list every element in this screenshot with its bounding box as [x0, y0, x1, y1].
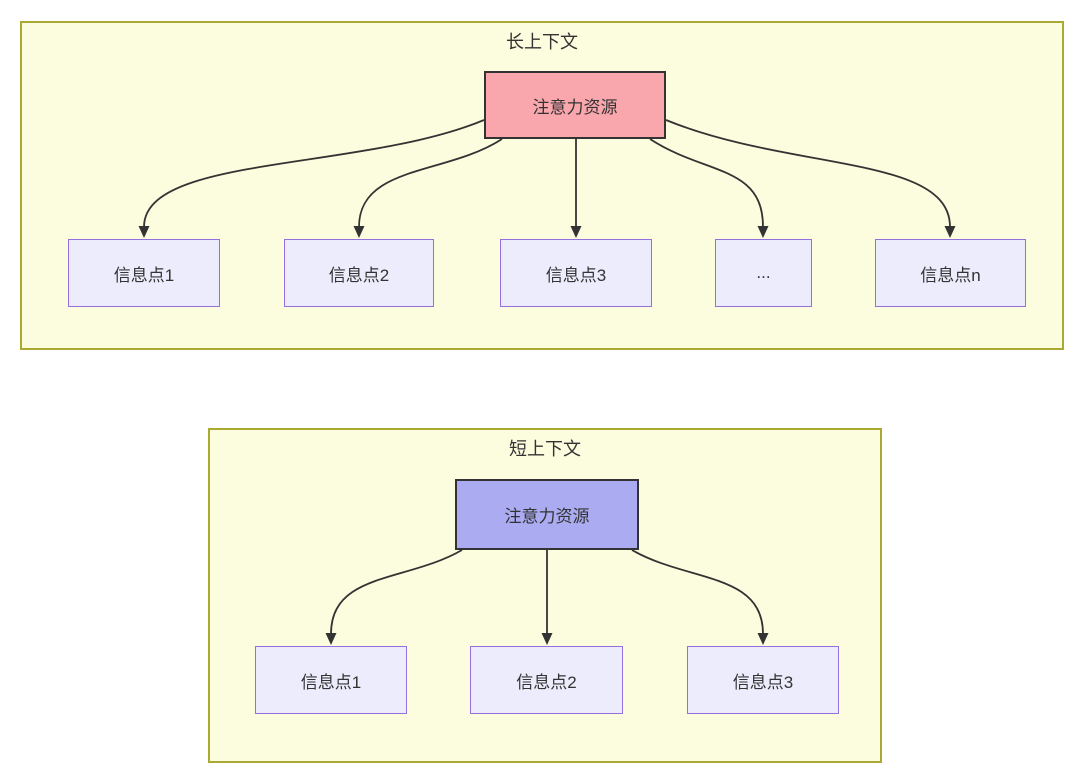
arrowhead-icon — [757, 226, 769, 238]
edge-arrow — [649, 138, 764, 228]
info-point-node: 信息点n — [875, 239, 1026, 307]
attention-resource-node-short: 注意力资源 — [455, 479, 639, 550]
info-point-node-ellipsis: ... — [715, 239, 812, 307]
panel-long-context: 长上下文 注意力资源 信息点1 信息点2 信息点3 ... 信息点n — [20, 21, 1064, 350]
arrowhead-icon — [353, 226, 365, 238]
edge-arrow — [665, 119, 951, 228]
panel-long-title: 长上下文 — [506, 32, 578, 52]
panel-short-context: 短上下文 注意力资源 信息点1 信息点2 信息点3 — [208, 428, 882, 763]
info-point-node: 信息点1 — [68, 239, 220, 307]
arrowhead-icon — [570, 226, 582, 238]
edge-arrow — [330, 549, 463, 635]
edge-arrow — [358, 138, 503, 228]
edge-arrow — [143, 119, 485, 228]
attention-resource-node-long: 注意力资源 — [484, 71, 666, 139]
info-point-node: 信息点2 — [470, 646, 623, 714]
info-point-node: 信息点3 — [500, 239, 652, 307]
arrowhead-icon — [138, 226, 150, 238]
edge-arrow — [631, 549, 764, 635]
panel-short-title: 短上下文 — [509, 439, 581, 459]
arrowhead-icon — [944, 226, 956, 238]
info-point-node: 信息点2 — [284, 239, 434, 307]
arrowhead-icon — [541, 633, 553, 645]
info-point-node: 信息点1 — [255, 646, 407, 714]
arrowhead-icon — [757, 633, 769, 645]
arrowhead-icon — [325, 633, 337, 645]
info-point-node: 信息点3 — [687, 646, 839, 714]
